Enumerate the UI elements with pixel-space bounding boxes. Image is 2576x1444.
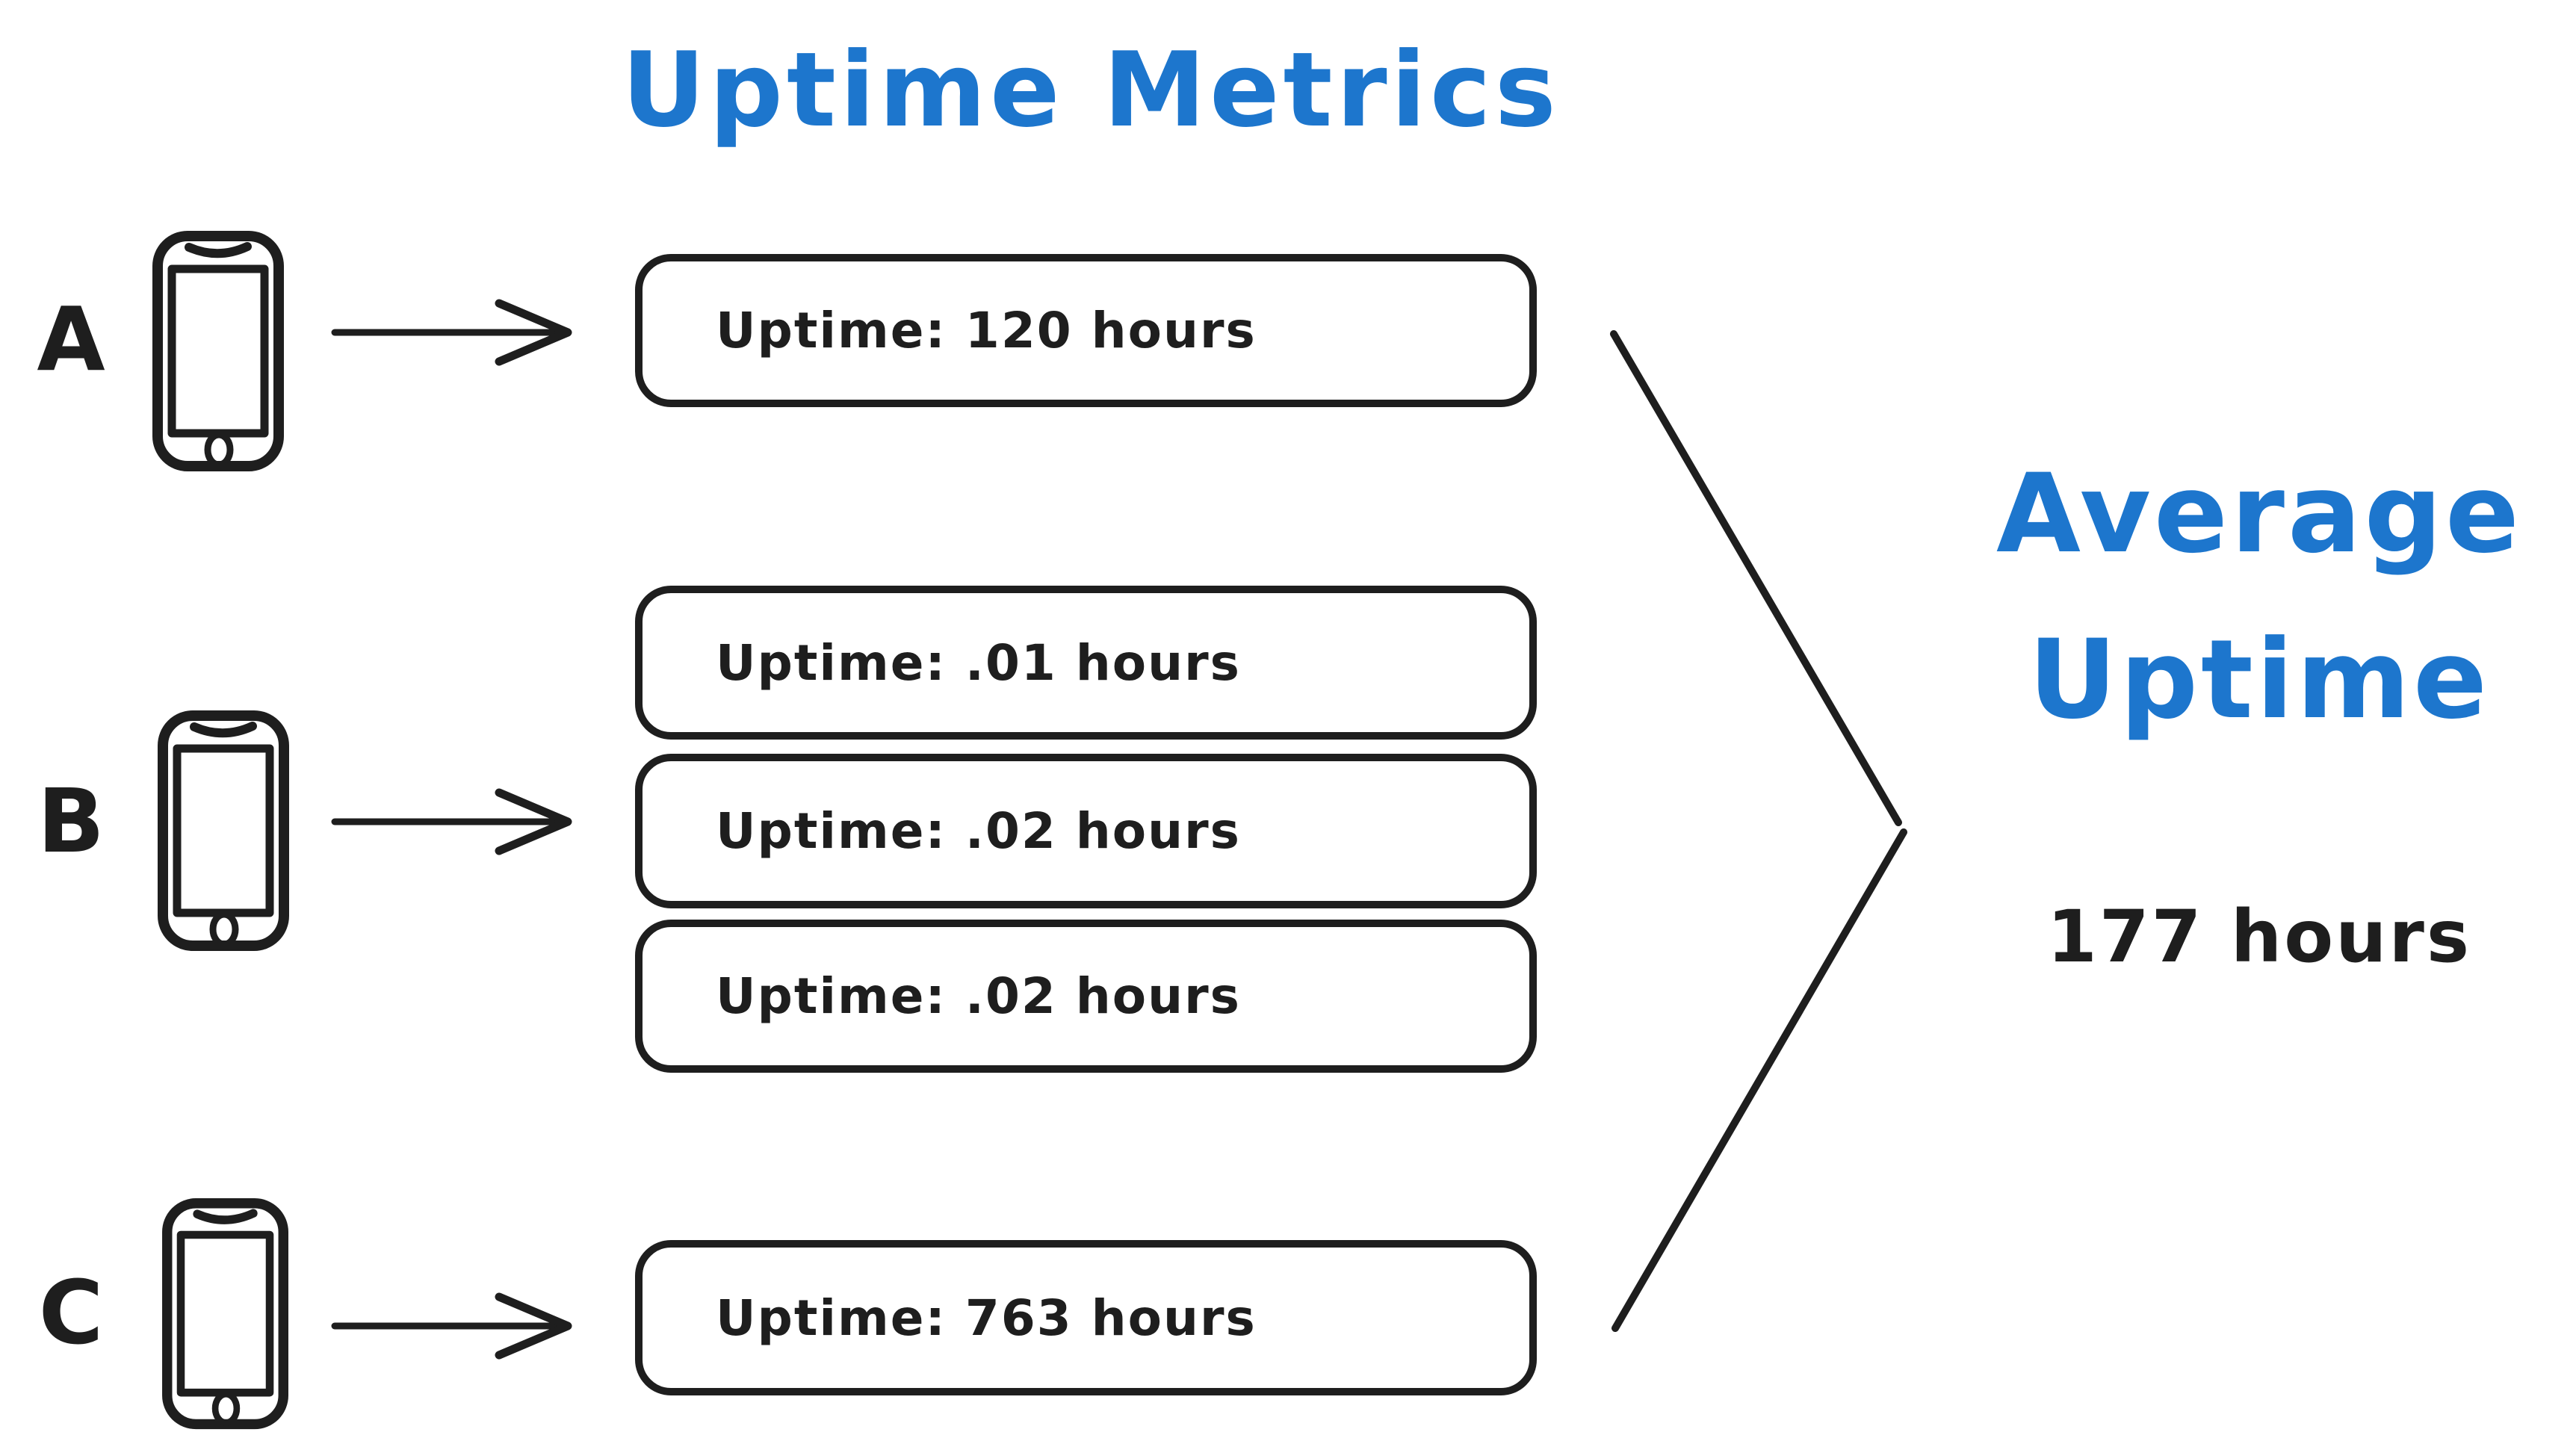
arrow-c-icon: [331, 1292, 572, 1360]
converge-chevron-icon: [1610, 330, 1907, 1332]
smartphone-icon: [162, 1198, 289, 1430]
uptime-box-text: Uptime: 120 hours: [716, 302, 1257, 359]
uptime-box-device-b-1: Uptime: .01 hours: [635, 586, 1537, 740]
average-uptime-heading-line2: Uptime: [2028, 616, 2491, 743]
device-b-label: B: [37, 769, 105, 873]
device-a-label: A: [37, 288, 105, 391]
average-uptime-heading: Average Uptime: [1957, 432, 2561, 763]
average-uptime-heading-line1: Average: [1996, 450, 2523, 577]
uptime-box-text: Uptime: .01 hours: [716, 633, 1241, 692]
device-c-label: C: [38, 1261, 104, 1364]
diagram-title: Uptime Metrics: [622, 30, 1560, 150]
uptime-box-device-b-2: Uptime: .02 hours: [635, 754, 1537, 908]
arrow-b-icon: [331, 788, 572, 855]
uptime-box-text: Uptime: .02 hours: [716, 802, 1241, 860]
uptime-box-text: Uptime: .02 hours: [716, 967, 1241, 1025]
uptime-box-device-c: Uptime: 763 hours: [635, 1240, 1537, 1395]
smartphone-icon: [152, 231, 284, 471]
arrow-a-icon: [331, 299, 572, 366]
average-uptime-value: 177 hours: [2047, 895, 2471, 979]
uptime-box-device-a: Uptime: 120 hours: [635, 254, 1537, 407]
uptime-box-device-b-3: Uptime: .02 hours: [635, 920, 1537, 1073]
uptime-box-text: Uptime: 763 hours: [716, 1289, 1257, 1347]
smartphone-icon: [158, 710, 289, 951]
